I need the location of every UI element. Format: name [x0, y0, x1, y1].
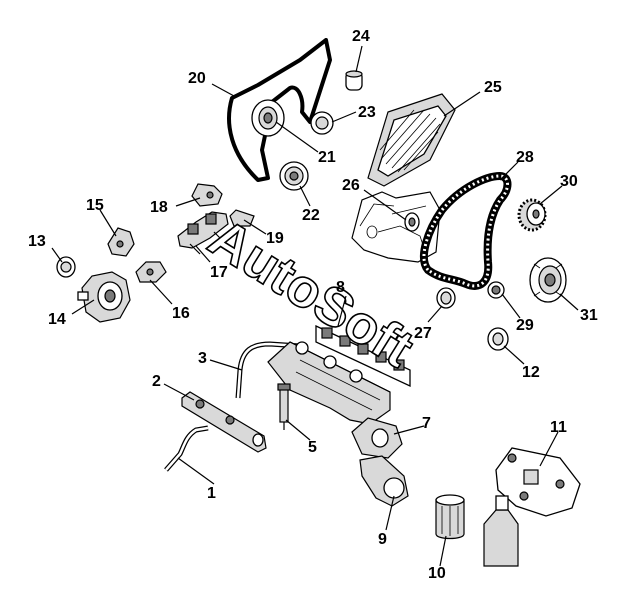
gaskets-8 — [315, 324, 411, 388]
belt-28 — [420, 171, 512, 290]
callout-23: 23 — [358, 104, 376, 121]
bush-24 — [345, 70, 363, 91]
timing-cover-upper-25 — [367, 93, 456, 187]
callout-18: 18 — [150, 199, 168, 216]
callout-5: 5 — [308, 439, 317, 456]
roller-12 — [487, 327, 509, 351]
injector-5 — [277, 383, 291, 430]
callout-21: 21 — [318, 149, 336, 166]
pump-31 — [529, 257, 567, 303]
callout-labels: 1 2 3 5 7 8 9 10 11 12 13 14 15 16 17 18… — [28, 28, 598, 582]
pump-14 — [77, 271, 131, 323]
roller-23 — [310, 111, 334, 135]
pulley-21 — [251, 99, 285, 137]
tensioner-27 — [436, 287, 456, 309]
bush-13 — [56, 256, 76, 278]
callout-11: 11 — [550, 419, 567, 436]
callout-25: 25 — [484, 79, 502, 96]
callout-26: 26 — [342, 177, 360, 194]
callout-10: 10 — [428, 565, 446, 582]
callout-2: 2 — [152, 373, 161, 390]
callout-7: 7 — [422, 415, 431, 432]
intake-9 — [359, 455, 409, 507]
throttle-7 — [351, 417, 403, 459]
callout-8: 8 — [336, 279, 345, 296]
housing-11 — [495, 447, 581, 517]
callout-13: 13 — [28, 233, 46, 250]
roller-22 — [279, 161, 309, 191]
callout-28: 28 — [516, 149, 534, 166]
callout-31: 31 — [580, 307, 598, 324]
belt-20 — [227, 38, 332, 182]
bottle — [483, 495, 519, 567]
idler-29 — [487, 281, 505, 299]
callout-19: 19 — [266, 230, 284, 247]
callout-3: 3 — [198, 350, 207, 367]
callout-9: 9 — [378, 531, 387, 548]
callout-29: 29 — [516, 317, 534, 334]
callout-20: 20 — [188, 70, 206, 87]
hose-1 — [164, 425, 209, 472]
sprocket-30 — [517, 198, 547, 232]
oil-filter-10 — [435, 494, 465, 540]
callout-24: 24 — [352, 28, 370, 45]
bracket-16 — [135, 261, 167, 283]
callout-16: 16 — [172, 305, 190, 322]
callout-27: 27 — [414, 325, 432, 342]
bracket-18 — [191, 183, 223, 207]
bracket-15 — [107, 227, 135, 257]
bracket-17 — [177, 211, 229, 255]
callout-14: 14 — [48, 311, 66, 328]
callout-30: 30 — [560, 173, 578, 190]
rail-2 — [181, 391, 267, 453]
callout-17: 17 — [210, 264, 228, 281]
leader-lines — [51, 45, 579, 567]
callout-12: 12 — [522, 364, 540, 381]
callout-15: 15 — [86, 197, 104, 214]
callout-22: 22 — [302, 207, 320, 224]
callout-1: 1 — [207, 485, 216, 502]
